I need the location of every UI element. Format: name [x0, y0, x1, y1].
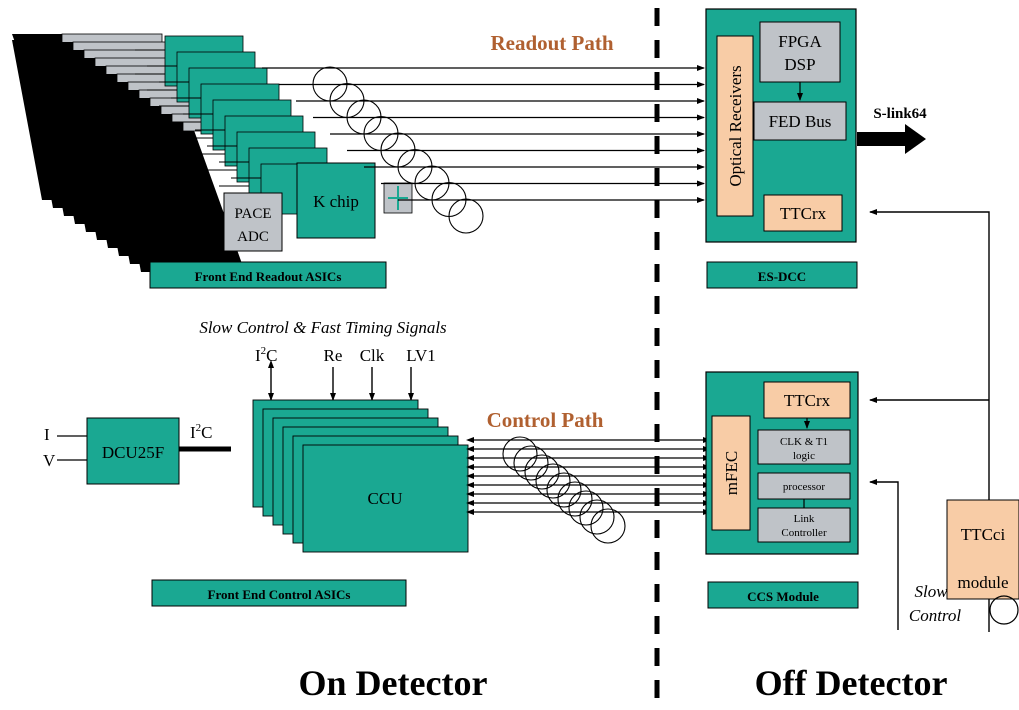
ccs-ttcrx-box — [763, 381, 851, 419]
ccu-stack — [252, 399, 469, 553]
clk-signal-label: Clk — [360, 346, 385, 365]
control-fiber-lines — [466, 436, 711, 544]
ccs-label-box — [707, 581, 859, 609]
adc-label: ADC — [237, 229, 269, 245]
sensor-body — [133, 128, 211, 288]
controller-label: Controller — [781, 527, 827, 539]
kchip-label: K chip — [313, 192, 359, 211]
esdcc-ttcrx-box — [763, 194, 843, 232]
slink-arrow — [857, 124, 926, 154]
esdcc-ttcrx-label: TTCrx — [780, 204, 827, 223]
lv1-signal-label: LV1 — [406, 346, 436, 365]
slow-label: Slow — [914, 582, 948, 601]
slow-control-line — [869, 479, 899, 630]
control-fiber-loop-icon — [546, 472, 582, 508]
dcu-i-label: I — [44, 425, 50, 444]
control-path-title: Control Path — [487, 408, 604, 432]
mfec-box — [711, 415, 751, 531]
ttc-to-esdcc-line — [869, 209, 990, 500]
optical-receivers-label: Optical Receivers — [726, 65, 745, 186]
fed-bus-label: FED Bus — [769, 112, 832, 131]
off-detector-title: Off Detector — [755, 663, 948, 703]
readout-fiber-lines — [262, 65, 705, 234]
kchip-box — [296, 162, 376, 239]
front-end-readout-label: Front End Readout ASICs — [195, 269, 342, 284]
esdcc-label: ES-DCC — [758, 269, 806, 284]
processor-box — [757, 472, 851, 500]
pace-label: PACE — [235, 206, 272, 222]
control-fiber-loop-icon — [524, 454, 560, 490]
esdcc-label-box — [706, 261, 858, 289]
control-fiber-loop-icon — [557, 481, 593, 517]
control-fiber-loop-icon — [535, 463, 571, 499]
clk-t1-logic-label: logic — [793, 450, 815, 462]
ttcci-fiber-loop-icon — [989, 595, 1019, 625]
fpga-label: FPGA — [778, 32, 822, 51]
dcu-i2c-label: I2C — [190, 422, 213, 442]
control-fiber-loop-icon — [590, 508, 626, 544]
fed-bus-box — [753, 101, 847, 141]
dcu25f-label: DCU25F — [102, 443, 164, 462]
link-label: Link — [794, 513, 815, 525]
control-fiber-loop-icon — [513, 445, 549, 481]
control-fiber-loop-icon — [579, 499, 615, 535]
processor-label: processor — [783, 481, 825, 493]
slow-control-fast-timing-label: Slow Control & Fast Timing Signals — [199, 318, 447, 337]
ccs-label: CCS Module — [747, 589, 819, 604]
dsp-label: DSP — [784, 55, 815, 74]
dcu25f-box — [86, 417, 180, 485]
clk-t1-label: CLK & T1 — [780, 436, 828, 448]
ttcci-label: TTCci — [961, 525, 1006, 544]
front-end-control-label-box — [151, 579, 407, 607]
on-detector-title: On Detector — [299, 663, 488, 703]
readout-path-title: Readout Path — [490, 31, 613, 55]
ccu-label: CCU — [368, 489, 403, 508]
mfec-label: mFEC — [722, 451, 741, 495]
front-end-control-label: Front End Control ASICs — [208, 587, 351, 602]
ccs-ttcrx-label: TTCrx — [784, 391, 831, 410]
slink-label: S-link64 — [873, 106, 927, 122]
link-controller-box — [757, 507, 851, 543]
control-fiber-loop-icon — [502, 436, 538, 472]
pace-adc-box — [223, 192, 283, 252]
front-end-readout-label-box — [149, 261, 387, 289]
ccu-board — [302, 444, 469, 553]
clk-t1-logic-box — [757, 429, 851, 465]
dcu-v-label: V — [43, 451, 56, 470]
ttcci-module-label: module — [958, 573, 1009, 592]
control-label: Control — [909, 606, 962, 625]
re-signal-label: Re — [324, 346, 343, 365]
optical-receivers-box — [716, 35, 754, 217]
fiber-loop-icon — [448, 198, 484, 234]
control-fiber-loop-icon — [568, 490, 604, 526]
ttcci-module-box — [946, 499, 1019, 600]
i2c-signal-label: I2C — [255, 345, 278, 365]
